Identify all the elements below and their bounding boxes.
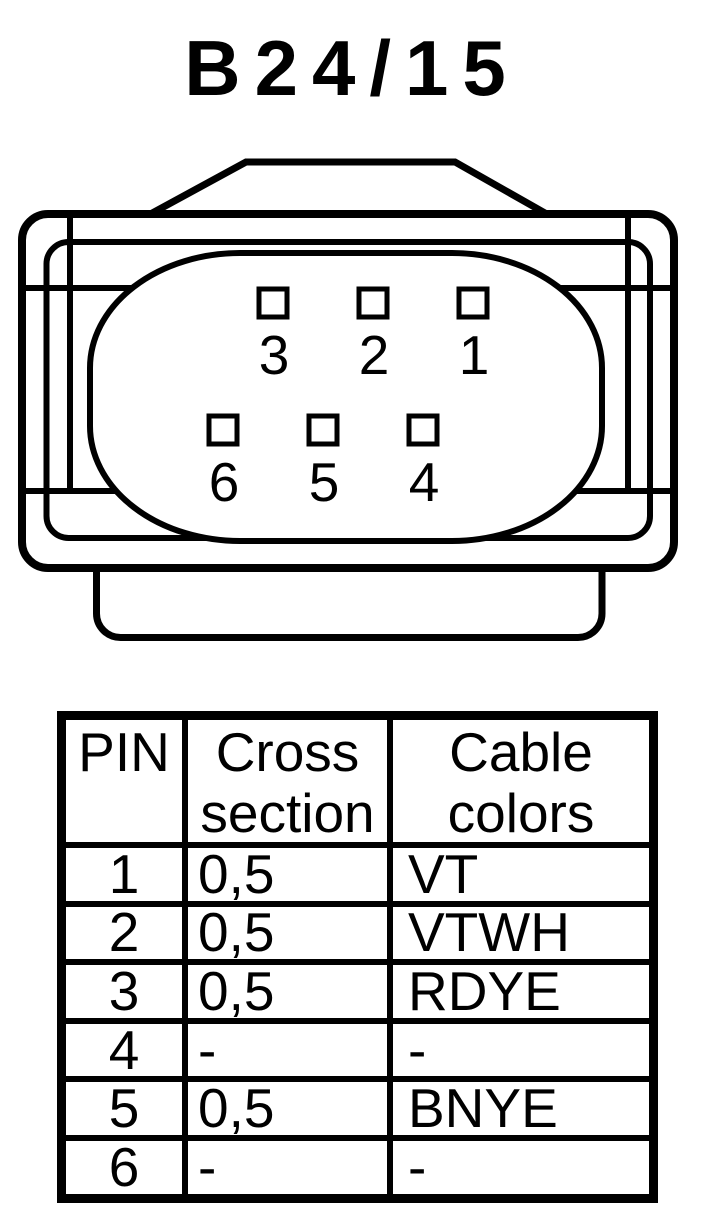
table-cell-pin: 6 bbox=[66, 1140, 182, 1194]
cavity-oval bbox=[87, 250, 605, 544]
pin-2-square bbox=[356, 286, 390, 320]
pin-3-label: 3 bbox=[259, 324, 290, 386]
table-cell-cable-color: BNYE bbox=[393, 1082, 649, 1135]
pin-4-label: 4 bbox=[409, 451, 440, 513]
connector-front-view-diagram: 3 2 1 6 5 4 bbox=[18, 158, 678, 641]
header-line: colors bbox=[447, 782, 595, 843]
table-cell-cable-color: VTWH bbox=[393, 906, 649, 960]
table-cell-cross-section: 0,5 bbox=[188, 848, 387, 901]
table-cell-cable-color: RDYE bbox=[393, 965, 649, 1018]
connector-title: B24/15 bbox=[184, 24, 520, 112]
header-line: Cable bbox=[449, 721, 593, 783]
pin-table-header-cross-section: Cross section bbox=[188, 720, 387, 842]
table-cell-cable-color: - bbox=[393, 1023, 649, 1077]
pin-table-header-cable-colors: Cable colors bbox=[393, 720, 649, 842]
pin-4-square bbox=[406, 413, 440, 447]
table-cell-pin: 1 bbox=[66, 848, 182, 901]
keying-tab bbox=[143, 158, 566, 221]
table-cell-cross-section: 0,5 bbox=[188, 1082, 387, 1135]
pin-5-label: 5 bbox=[309, 451, 340, 513]
table-cell-cross-section: 0,5 bbox=[188, 906, 387, 960]
table-cell-pin: 5 bbox=[66, 1082, 182, 1135]
table-cell-cable-color: VT bbox=[393, 848, 649, 901]
header-line: Cross bbox=[215, 721, 360, 783]
table-cell-pin: 4 bbox=[66, 1023, 182, 1077]
pin-3-square bbox=[256, 286, 290, 320]
table-cell-cross-section: - bbox=[188, 1140, 387, 1194]
table-cell-pin: 2 bbox=[66, 906, 182, 960]
pin-1-square bbox=[456, 286, 490, 320]
pin-1-label: 1 bbox=[459, 324, 490, 386]
pin-2-label: 2 bbox=[359, 324, 390, 386]
table-cell-cable-color: - bbox=[393, 1140, 649, 1194]
header-line: section bbox=[200, 782, 375, 843]
table-cell-cross-section: 0,5 bbox=[188, 965, 387, 1018]
pin-6-label: 6 bbox=[209, 451, 240, 513]
header-line: PIN bbox=[78, 721, 170, 783]
pin-5-square bbox=[306, 413, 340, 447]
table-cell-pin: 3 bbox=[66, 965, 182, 1018]
pin-table: PIN Cross section Cable colors 1 0,5 VT … bbox=[57, 711, 658, 1203]
pin-6-square bbox=[206, 413, 240, 447]
pin-table-header-pin: PIN bbox=[66, 720, 182, 842]
table-cell-cross-section: - bbox=[188, 1023, 387, 1077]
